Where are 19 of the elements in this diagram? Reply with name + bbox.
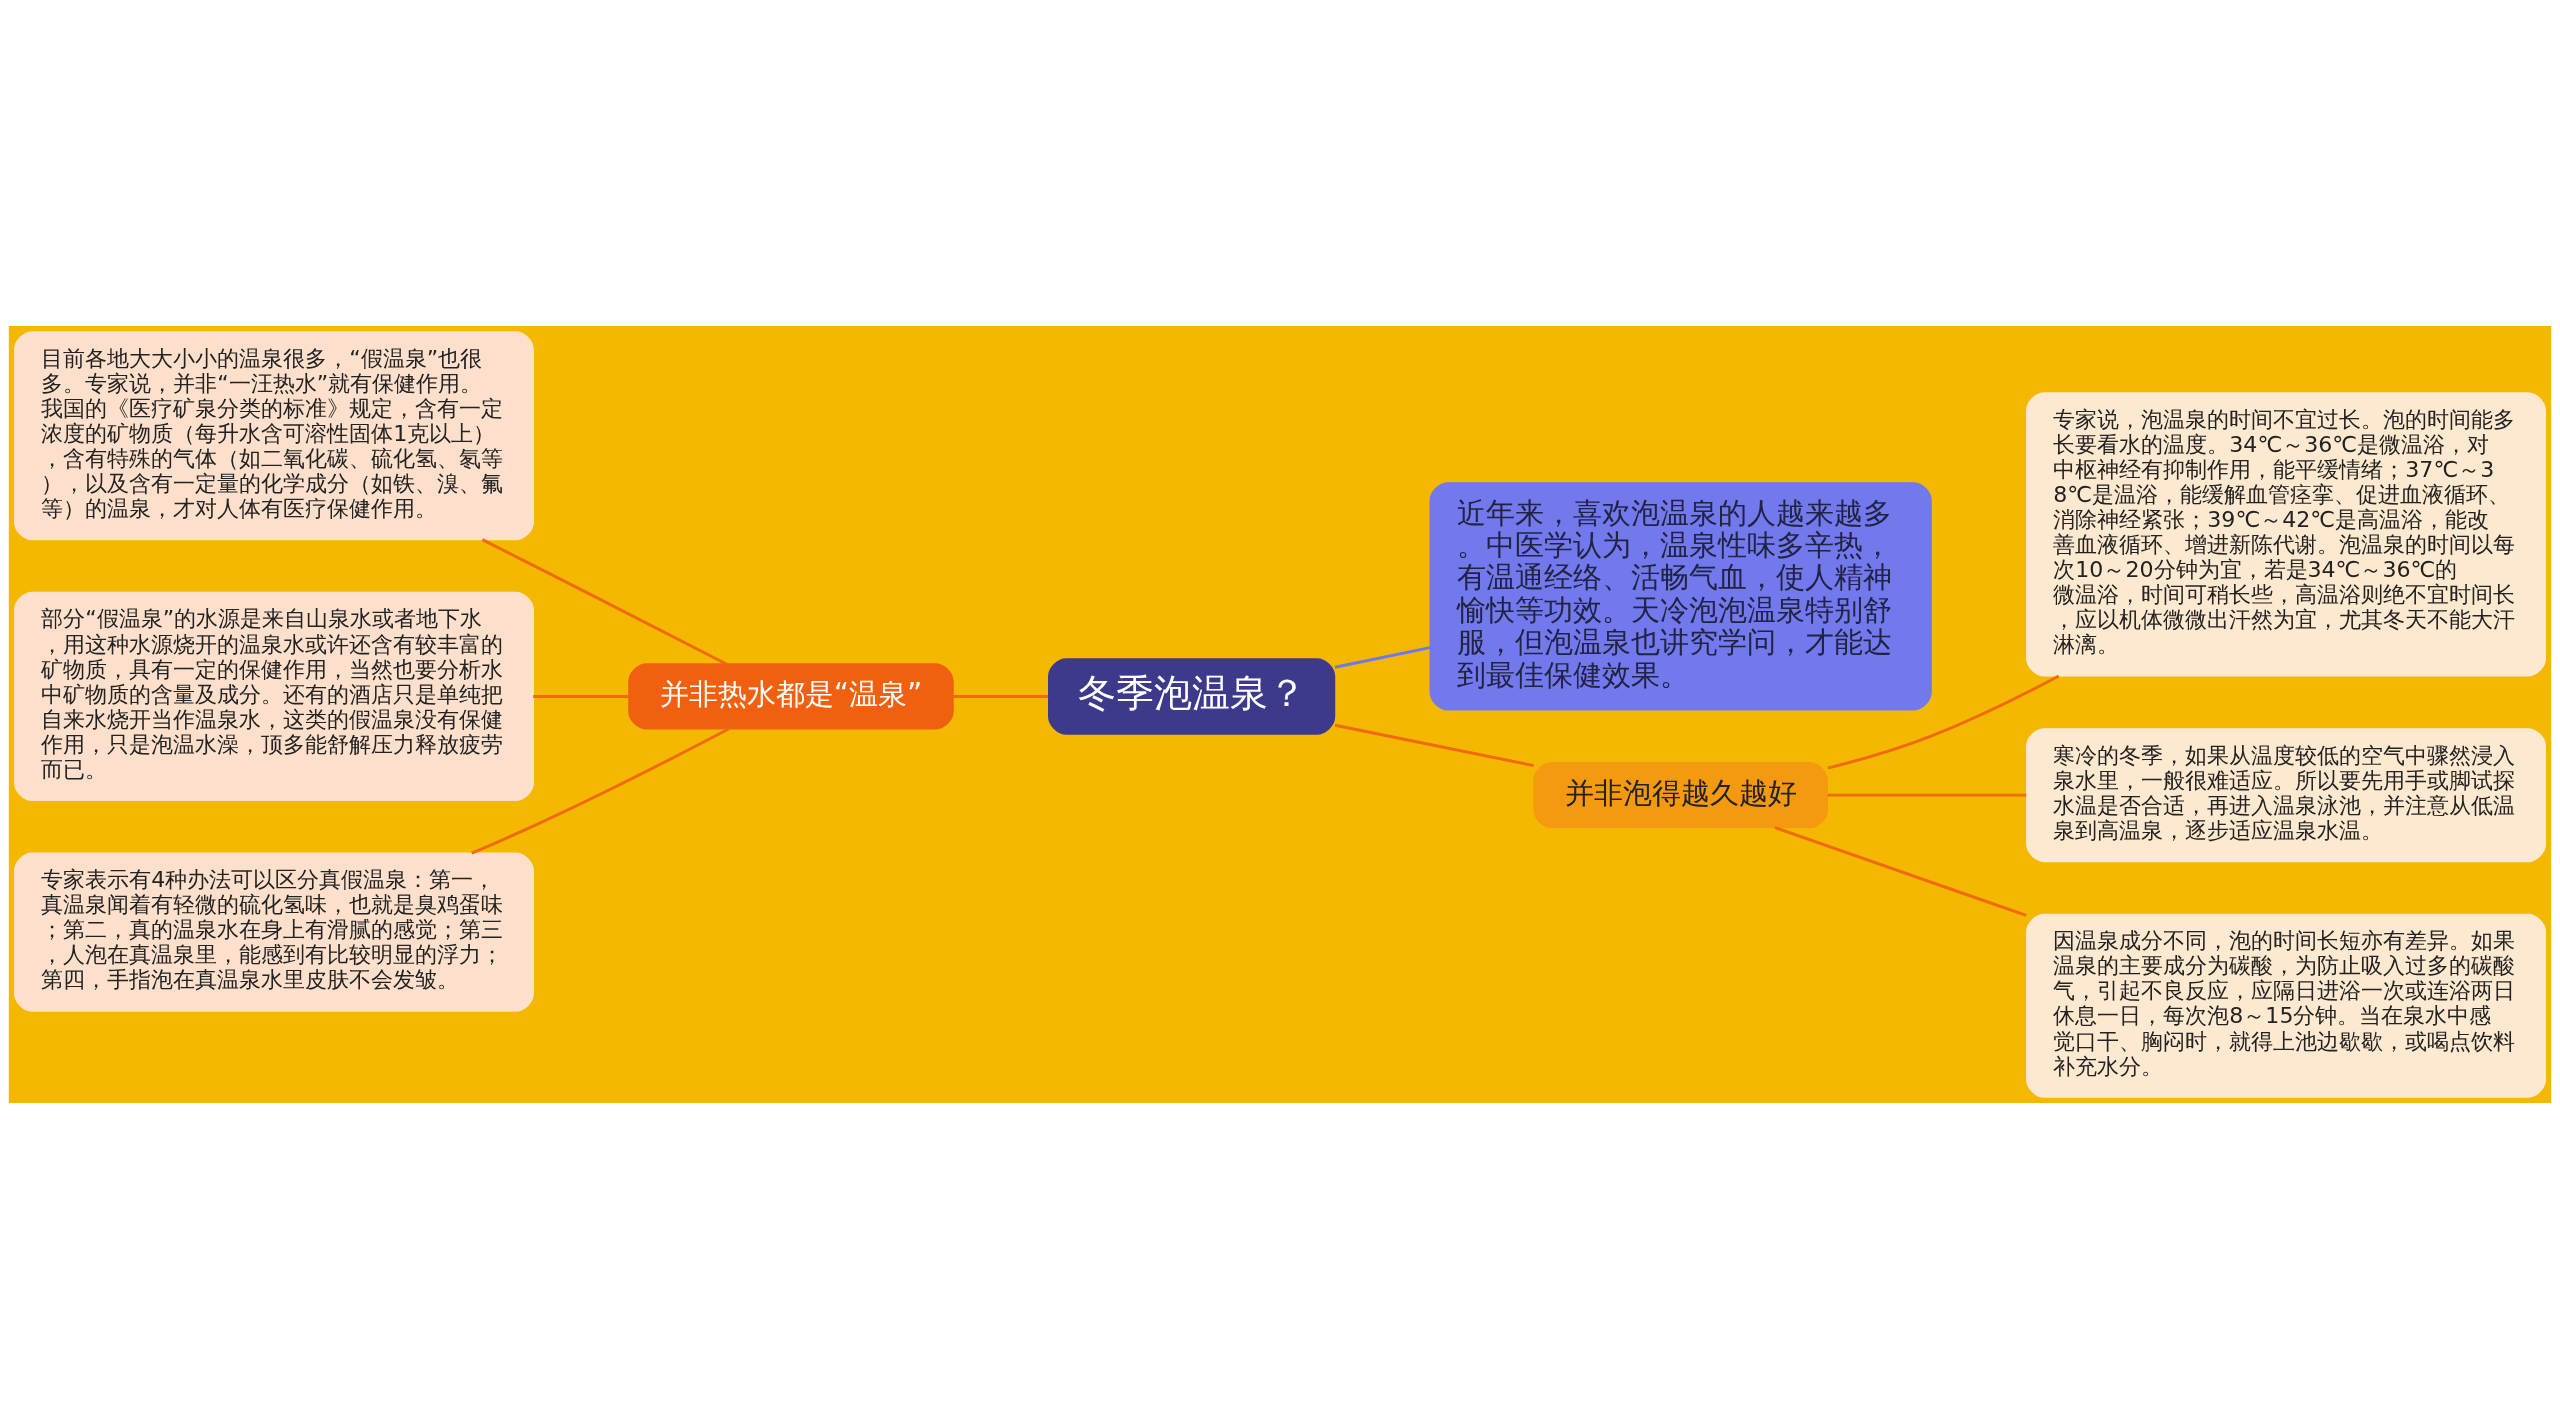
node-box: 近年来，喜欢泡温泉的人越来越多。中医学认为，温泉性味多辛热，有温通经络、活畅气血，使人精神愉快等功效。天冷泡泡温泉特别舒服，但泡温泉也讲究学问，才能达到最佳保健效果。 (1429, 481, 1932, 710)
node-box: 寒冷的冬季，如果从温度较低的空气中骤然浸入泉水里，一般很难适应。所以要先用手或脚试探水温是否合适，再进入温泉泳池，并注意从低温泉到高温泉，逐步适应温泉水温。 (2026, 727, 2547, 862)
connector (533, 694, 629, 698)
connector (1334, 723, 1534, 767)
node-box: 专家说，泡温泉的时间不宜过长。泡的时间能多长要看水的温度。34℃～36℃是微温浴，对中枢神经有抑制作用，能平缓情绪；37℃～38℃是温浴，能缓解血管痉挛、促进血液循环、消除神经紧张；39℃～42℃是高温浴，能改善血液循环、增进新陈代谢。泡温泉的时间以每次10～20分钟为宜，若是34℃～36℃的微温浴，时间可稍长些，高温浴则绝不宜时间长，应以机体微微出汗然为宜，尤其冬天不能大汗淋漓。 (2026, 391, 2547, 677)
node-box: 专家表示有4种办法可以区分真假温泉：第一，真温泉闻着有轻微的硫化氢味，也就是臭鸡蛋味；第二，真的温泉水在身上有滑腻的感觉；第三，人泡在真温泉里，能感到有比较明显的浮力；第四，手指泡在真温泉水里皮肤不会发皱。 (13, 852, 534, 1012)
node-box: 目前各地大大小小的温泉很多，“假温泉”也很多。专家说，并非“一汪热水”就有保健作用。我国的《医疗矿泉分类的标准》规定，含有一定浓度的矿物质（每升水含可溶性固体1克以上），含有特殊的气体（如二氧化碳、硫化氢、氡等），以及含有一定量的化学成分（如铁、溴、氟等）的温泉，才对人体有医疗保健作用。 (13, 330, 534, 540)
node-box: 因温泉成分不同，泡的时间长短亦有差异。如果温泉的主要成分为碳酸，为防止吸入过多的碳酸气，引起不良反应，应隔日进浴一次或连浴两日休息一日，每次泡8～15分钟。当在泉水中感觉口干、胸闷时，就得上池边歇歇，或喝点饮料补充水分。 (2026, 913, 2547, 1098)
node-box: 并非泡得越久越好 (1533, 761, 1828, 828)
connector (1827, 674, 2060, 769)
connector (953, 694, 1049, 698)
connector (481, 537, 728, 665)
node-box: 并非热水都是“温泉” (628, 662, 954, 730)
node-box: 部分“假温泉”的水源是来自山泉水或者地下水，用这种水源烧开的温泉水或许还含有较丰富的矿物质，具有一定的保健作用，当然也要分析水中矿物质的含量及成分。还有的酒店只是单纯把自来水烧开当作温泉水，这类的假温泉没有保健作用，只是泡温水澡，顶多能舒解压力释放疲劳而已。 (13, 591, 534, 801)
connector (1774, 825, 2027, 917)
connector (1827, 793, 2027, 797)
node-box: 冬季泡温泉？ (1048, 657, 1336, 735)
connector (1334, 645, 1431, 669)
connector (471, 727, 730, 855)
